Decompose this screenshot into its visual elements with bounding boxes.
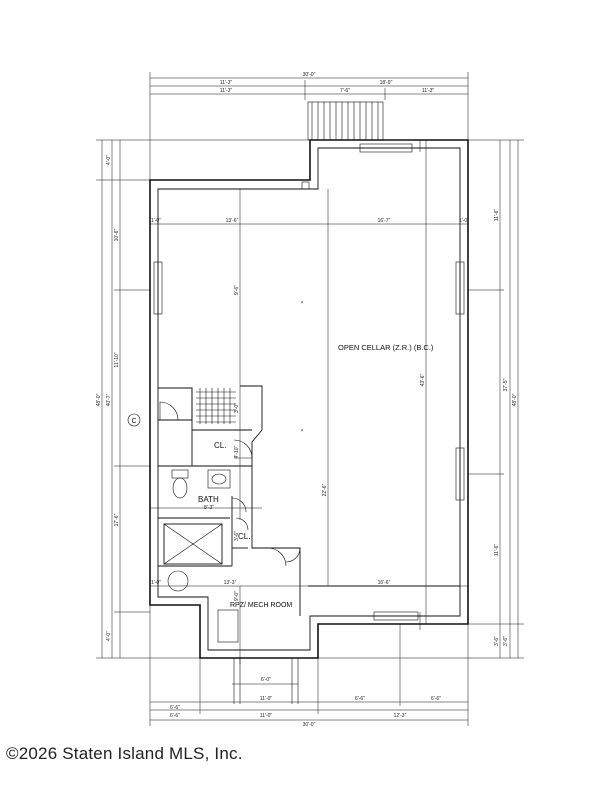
room-label-closet-upper: CL. [214, 441, 226, 450]
dim-mech-h: 9'-0" [234, 591, 240, 601]
entry-stairs-top [301, 101, 384, 190]
dim-small-a: 3'-0" [234, 403, 240, 413]
dim-mech-right: 16'-6" [378, 580, 391, 586]
dim-bottom-sub-left: 6'-6" [170, 705, 180, 711]
dim-left-inner: 40'-7" [106, 393, 112, 406]
dim-mech-w: 13'-3" [224, 580, 237, 586]
room-label-open-cellar: OPEN CELLAR (Z.R.) (B.C.) [338, 343, 434, 352]
doors [159, 401, 301, 567]
dim-bottom-left: 6'-6" [170, 713, 180, 719]
windows [153, 143, 465, 621]
svg-text:×: × [301, 428, 304, 434]
dim-right-bot2: 3'-6" [503, 636, 509, 646]
dim-left-mid1: 10'-6" [114, 228, 120, 241]
dim-small-b: 4'-10" [234, 445, 240, 458]
dim-wall-thick-b: 1'-0" [459, 218, 469, 224]
dim-left-overall: 48'-0" [96, 393, 102, 406]
copyright-notice: ©2026 Staten Island MLS, Inc. [6, 744, 243, 763]
dim-top-sub-left: 11'-3" [220, 88, 233, 94]
dim-bottom-sub-r1: 6'-6" [355, 696, 365, 702]
dim-small-c: 3'-6" [234, 531, 240, 541]
dim-bottom-sub-mid: 11'-0" [260, 696, 273, 702]
porch-posts [233, 658, 299, 704]
dim-bottom-right: 12'-3" [394, 713, 407, 719]
dim-top-sub-mid: 7'-6" [340, 88, 350, 94]
room-label-bath: BATH [198, 495, 219, 504]
bath-dimension: 8'-3" [204, 505, 214, 511]
dim-top-overall: 30'-0" [303, 72, 316, 78]
dim-left-top: 4'-0" [106, 155, 112, 165]
dim-right-inner: 37'-5" [503, 378, 509, 391]
dim-cellar-h-full: 43'-6" [420, 373, 426, 386]
column-markers: × × [301, 300, 304, 434]
dimension-lines [96, 72, 524, 726]
dim-cellar-h-mid: 22'-6" [322, 483, 328, 496]
dimension-labels: 30'-0" 11'-3" 18'-9" 11'-3" 7'-6" 11'-3"… [96, 72, 518, 728]
dim-top-right: 18'-9" [380, 80, 393, 86]
dim-right-overall: 48'-0" [512, 393, 518, 406]
exterior-walls [149, 139, 469, 659]
dim-left-bot: 4'-0" [106, 631, 112, 641]
dim-porch-width: 6'-0" [261, 677, 271, 683]
dim-right-top: 11'-6" [494, 209, 500, 222]
svg-text:×: × [301, 300, 304, 306]
dim-bottom-overall: 30'-0" [303, 722, 316, 728]
dim-left-mid3: 17'-6" [114, 513, 120, 526]
interior-walls [158, 385, 460, 643]
section-marker: C [127, 413, 141, 427]
dim-top-sub-right: 11'-3" [422, 88, 435, 94]
dim-cellar-w-left: 13'-6" [226, 218, 239, 224]
dim-bottom-sub-r2: 6'-6" [431, 696, 441, 702]
dim-right-mid: 11'-6" [494, 544, 500, 557]
room-label-closet-lower: CL. [238, 532, 250, 541]
section-marker-label: C [131, 418, 136, 425]
dim-left-mid2: 11'-10" [114, 352, 120, 367]
dim-stair-h: 9'-6" [234, 285, 240, 295]
dim-bottom-mid: 11'-0" [260, 713, 273, 719]
room-label-mech-room: RPZ/ MECH ROOM [230, 602, 292, 609]
dim-cellar-w-right: 16'-7" [378, 218, 391, 224]
dim-top-left: 11'-3" [220, 80, 233, 86]
dim-right-bot1: 3'-6" [494, 636, 500, 646]
dim-wall-thick-a: 1'-0" [151, 218, 161, 224]
dim-cellar-w-bottom: 1'-0" [151, 580, 161, 586]
